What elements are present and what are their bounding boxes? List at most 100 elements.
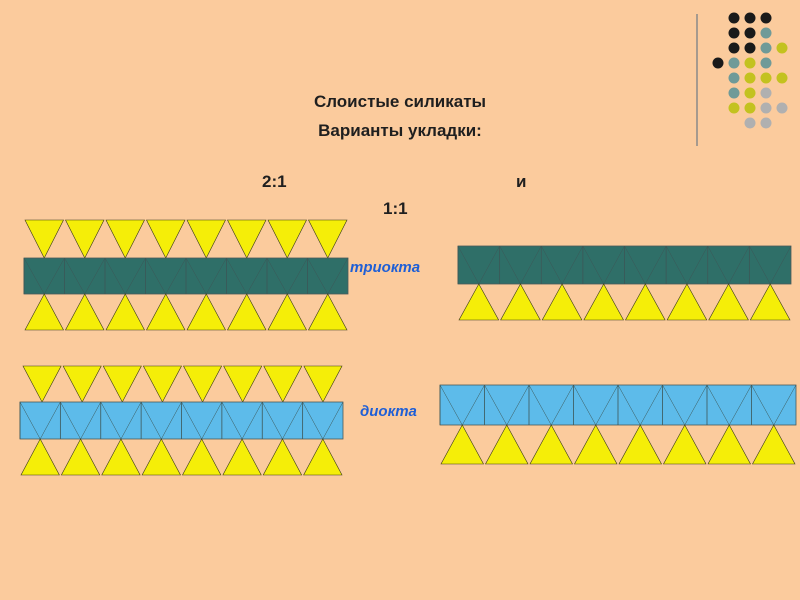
- decorative-dot: [744, 117, 756, 129]
- tetrahedron: [146, 219, 186, 259]
- octahedron-edge: [551, 384, 574, 426]
- tetrahedron: [226, 293, 267, 331]
- tetrahedron: [64, 293, 105, 331]
- octahedron-edge: [541, 245, 563, 285]
- octahedron-edge: [749, 245, 771, 285]
- octahedron-edge: [104, 257, 126, 295]
- tetrahedron: [500, 283, 541, 321]
- decorative-dot: [728, 87, 740, 99]
- octahedron-edge: [262, 401, 283, 440]
- tetrahedron: [267, 293, 308, 331]
- octahedron-edge: [603, 245, 625, 285]
- octahedron-edge: [201, 401, 223, 440]
- tetrahedron: [24, 293, 65, 331]
- octahedron-edge: [457, 245, 480, 285]
- octahedron-edge: [769, 245, 792, 285]
- octahedron-edge: [100, 401, 122, 440]
- dioctahedral-label: диокта: [360, 403, 417, 420]
- trioctahedral-label: триокта: [350, 259, 421, 276]
- octahedron-edge: [528, 384, 552, 426]
- octahedron-edge: [44, 257, 65, 295]
- octahedron-edge: [506, 384, 530, 426]
- octahedron-edge: [60, 401, 81, 440]
- decorative-dot: [744, 27, 756, 39]
- octahedron-edge: [729, 384, 752, 426]
- octahedron-edge: [439, 384, 463, 426]
- tetrahedron: [24, 219, 64, 259]
- tetrahedron: [303, 438, 343, 476]
- decorative-dot: [744, 87, 756, 99]
- slide-subtitle: Варианты укладки:: [318, 121, 482, 140]
- tetrahedron: [458, 283, 500, 321]
- decorative-dot: [760, 27, 772, 39]
- tetrahedron: [303, 365, 343, 403]
- decorative-dot: [744, 42, 756, 54]
- tetrahedron: [583, 283, 625, 321]
- ratio-1-1-label: 1:1: [383, 199, 408, 218]
- decorative-dot: [744, 57, 756, 69]
- octahedron-edge: [221, 401, 243, 440]
- tetrahedron: [222, 438, 262, 476]
- tetrahedron: [183, 365, 223, 403]
- octahedron-edge: [561, 245, 584, 285]
- tetrahedron: [662, 424, 707, 465]
- tetrahedron: [102, 365, 142, 403]
- tetrahedron: [263, 365, 303, 403]
- octahedron-edge: [322, 401, 344, 440]
- tetrahedron: [65, 219, 105, 259]
- slide-title: Слоистые силикаты: [313, 92, 487, 111]
- ratio-2-1-label: 2:1: [262, 172, 287, 191]
- tetrahedron: [751, 424, 796, 465]
- decorative-dot: [744, 102, 756, 114]
- tetrahedron: [267, 219, 307, 259]
- decorative-dot: [760, 72, 772, 84]
- octahedron-edge: [181, 401, 202, 440]
- octahedron-edge: [266, 257, 288, 295]
- decorative-dot: [712, 57, 724, 69]
- tetrahedron: [60, 438, 101, 476]
- octahedron-edge: [665, 245, 688, 285]
- tetrahedron: [618, 424, 663, 465]
- decorative-dot: [728, 57, 740, 69]
- octahedron-edge: [327, 257, 349, 295]
- octahedron-edge: [462, 384, 485, 426]
- octahedron-edge: [640, 384, 663, 426]
- octahedron-edge: [662, 384, 685, 426]
- octahedron-edge: [19, 401, 41, 440]
- tetrahedron: [22, 365, 62, 403]
- octahedron-edge: [707, 245, 729, 285]
- decorative-dot: [728, 72, 740, 84]
- tetrahedron: [484, 424, 529, 465]
- tetrahedron: [227, 219, 267, 259]
- octahedron-edge: [282, 401, 303, 440]
- tetrahedron: [708, 283, 749, 321]
- decorative-dot: [776, 102, 788, 114]
- octahedron-edge: [165, 257, 187, 295]
- octahedron-edge: [185, 257, 207, 295]
- octahedron-edge: [206, 257, 227, 295]
- octahedron-edge: [706, 384, 730, 426]
- tetrahedron: [223, 365, 263, 403]
- tetrahedron: [105, 219, 145, 259]
- decorative-dot: [776, 72, 788, 84]
- octahedron-edge: [307, 257, 328, 295]
- octahedron-edge: [161, 401, 182, 440]
- octahedron-edge: [302, 401, 324, 440]
- tetrahedron: [624, 283, 666, 321]
- decorative-dot: [776, 42, 788, 54]
- tetrahedron: [529, 424, 574, 465]
- octahedron-edge: [582, 245, 604, 285]
- tetrahedron: [62, 365, 102, 403]
- octahedron-edge: [573, 384, 596, 426]
- tetrahedron: [105, 293, 146, 331]
- octahedron-edge: [478, 245, 500, 285]
- decorative-dot: [760, 117, 772, 129]
- decorative-dot: [744, 12, 756, 24]
- octahedron-edge: [39, 401, 61, 440]
- tetrahedron: [145, 293, 186, 331]
- tetrahedron: [101, 438, 141, 476]
- octahedron-edge: [595, 384, 619, 426]
- tetrahedron: [182, 438, 222, 476]
- decorative-dot: [744, 72, 756, 84]
- octahedron-edge: [84, 257, 106, 295]
